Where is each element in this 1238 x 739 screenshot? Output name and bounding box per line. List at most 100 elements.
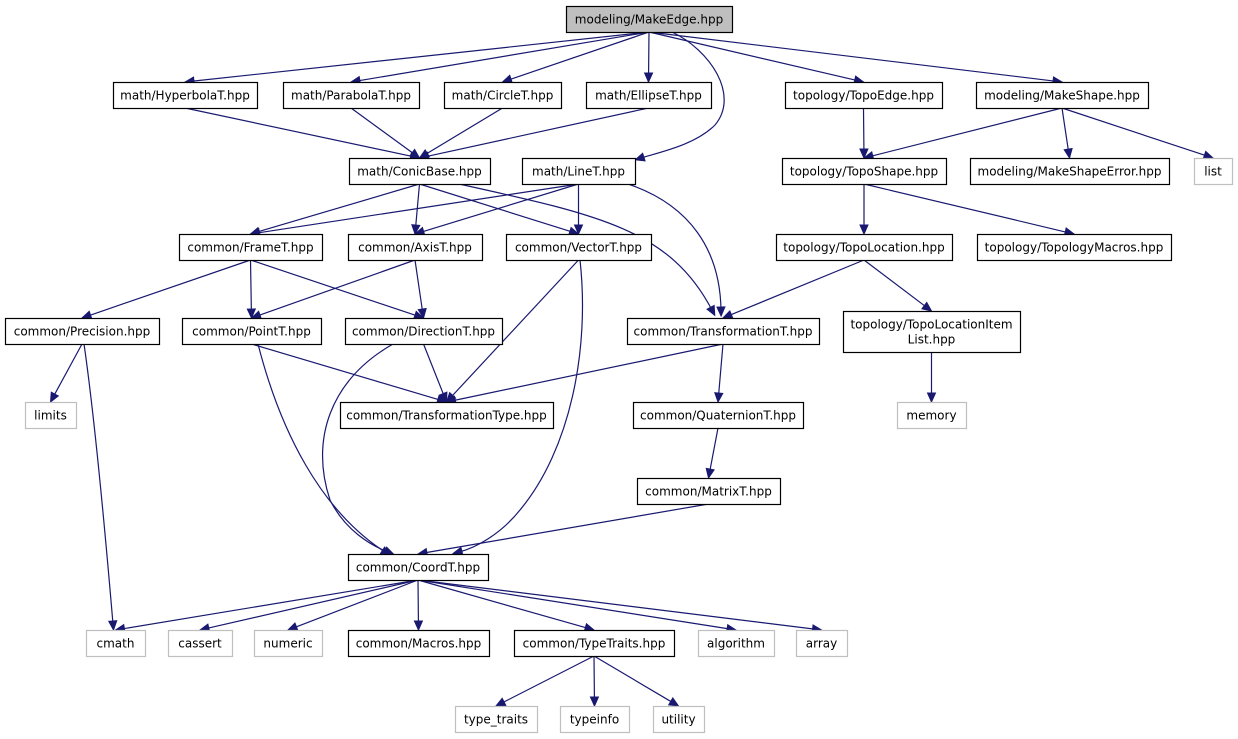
node-macros[interactable]: common/Macros.hpp [347,629,491,658]
edge-conicbase-to-framet [249,183,420,236]
node-vectort[interactable]: common/VectorT.hpp [505,233,653,262]
node-makeedge[interactable]: modeling/MakeEdge.hpp [565,5,734,34]
node-matrixt[interactable]: common/MatrixT.hpp [636,477,782,506]
edge-framet-to-precision [80,259,251,320]
edge-conicbase-to-axist-line [415,183,421,227]
edge-framet-to-precision-line [89,259,251,316]
node-coordt[interactable]: common/CoordT.hpp [347,553,490,582]
node-list[interactable]: list [1193,157,1234,186]
node-typeinfo[interactable]: typeinfo [559,705,631,734]
node-framet-box [178,233,324,262]
node-numeric[interactable]: numeric [253,629,324,658]
edge-makeedge-to-linet-line [640,31,725,159]
node-vectort-box [505,233,653,262]
edge-quaterniont-to-matrixt [705,427,719,480]
edge-coordt-to-cmath [114,579,419,634]
node-quaterniont-box [632,401,805,430]
edge-makeshape-to-list [1061,107,1215,160]
node-parabolat[interactable]: math/ParabolaT.hpp [282,81,421,110]
edge-vectort-to-coordt-line [458,259,584,553]
node-conicbase-label: math/ConicBase.hpp [357,165,482,179]
edge-precision-to-limits-line [53,343,83,396]
node-hyperbolat[interactable]: math/HyperbolaT.hpp [112,81,259,110]
node-linet-box [521,157,637,186]
node-conicbase[interactable]: math/ConicBase.hpp [348,157,492,186]
node-framet-label: common/FrameT.hpp [187,241,313,255]
node-topoedge-label: topology/TopoEdge.hpp [793,89,934,103]
node-makeshapeerror-box [969,157,1171,186]
edge-linet-to-axist-line [422,183,579,233]
edge-directiont-to-coordt-line [321,343,394,553]
node-topolocation[interactable]: topology/TopoLocation.hpp [775,233,954,262]
node-limits[interactable]: limits [24,401,78,430]
edge-transformationt-to-transformationtype [445,343,724,405]
node-precision[interactable]: common/Precision.hpp [4,317,161,346]
node-transformationtype-box [339,401,555,430]
node-topoedge[interactable]: topology/TopoEdge.hpp [784,81,944,110]
edge-conicbase-to-framet-line [258,183,420,233]
edge-framet-to-pointt-line [249,259,252,311]
node-quaterniont[interactable]: common/QuaternionT.hpp [632,401,805,430]
node-framet[interactable]: common/FrameT.hpp [178,233,324,262]
node-pointt[interactable]: common/PointT.hpp [181,317,323,346]
edge-axist-to-directiont-arrowhead [417,307,427,320]
node-type_traits-box [454,705,539,734]
node-typetraitshpp[interactable]: common/TypeTraits.hpp [513,629,676,658]
node-coordt-label: common/CoordT.hpp [356,561,480,575]
node-typetraitshpp-label: common/TypeTraits.hpp [523,637,666,651]
node-memory-box [896,401,968,430]
node-toposhape[interactable]: topology/TopoShape.hpp [781,157,948,186]
node-type_traits[interactable]: type_traits [454,705,539,734]
node-topologymacros[interactable]: topology/TopologyMacros.hpp [976,233,1173,262]
edge-typetraitshpp-to-utility-line [593,655,672,703]
node-cassert[interactable]: cassert [167,629,234,658]
edge-conicbase-to-transformationt-line [458,183,713,311]
edge-makeshape-to-list-line [1061,107,1206,157]
node-makeshape[interactable]: modeling/MakeShape.hpp [975,81,1150,110]
node-axist[interactable]: common/AxisT.hpp [347,233,484,262]
node-makeedge-box [565,5,734,34]
node-hyperbolat-box [112,81,259,110]
node-utility[interactable]: utility [652,705,706,734]
node-topolocationitemlist-label-1: topology/TopoLocationItem [850,318,1012,332]
node-linet[interactable]: math/LineT.hpp [521,157,637,186]
edge-toposhape-to-topologymacros-line [863,183,1067,233]
edge-circlet-to-conicbase-line [426,107,503,155]
node-ellipset[interactable]: math/EllipseT.hpp [585,81,713,110]
node-typeinfo-label: typeinfo [570,713,619,727]
edge-framet-to-pointt [246,259,257,320]
edge-makeedge-to-circlet [501,31,650,84]
node-algorithm[interactable]: algorithm [697,629,776,658]
node-array[interactable]: array [795,629,849,658]
edge-makeedge-to-ellipset [643,31,654,84]
node-makeshapeerror[interactable]: modeling/MakeShapeError.hpp [969,157,1171,186]
edge-makeedge-to-hyperbolat-line [192,31,650,82]
edge-typetraitshpp-to-type_traits-line [502,655,595,703]
node-cmath[interactable]: cmath [85,629,147,658]
edge-coordt-to-cmath-line [123,579,419,630]
edge-toposhape-to-topolocation-arrowhead [859,224,869,236]
edge-toposhape-to-topolocation [859,184,869,236]
node-transformationtype[interactable]: common/TransformationType.hpp [339,401,555,430]
node-utility-label: utility [661,713,695,727]
node-circlet[interactable]: math/CircleT.hpp [443,81,563,110]
node-limits-label: limits [34,409,67,423]
node-precision-box [4,317,161,346]
node-topologymacros-box [976,233,1173,262]
edge-coordt-to-numeric-line [295,579,419,628]
edge-makeedge-to-ellipset-arrowhead [643,72,654,84]
edge-hyperbolat-to-conicbase-line [184,107,412,157]
edge-typetraitshpp-to-type_traits [494,655,595,707]
node-array-box [795,629,849,658]
node-type_traits-label: type_traits [464,713,528,727]
edge-matrixt-to-coordt-line [425,503,709,554]
edge-coordt-to-typetraitshpp-line [417,579,587,629]
node-directiont[interactable]: common/DirectionT.hpp [344,317,504,346]
edge-makeshape-to-makeshapeerror-arrowhead [1063,147,1073,160]
node-memory[interactable]: memory [896,401,968,430]
node-transformationt[interactable]: common/TransformationT.hpp [626,317,821,346]
node-ellipset-label: math/EllipseT.hpp [595,89,702,103]
edge-parabolat-to-conicbase-line [350,107,414,154]
edge-coordt-to-typetraitshpp [417,579,596,632]
